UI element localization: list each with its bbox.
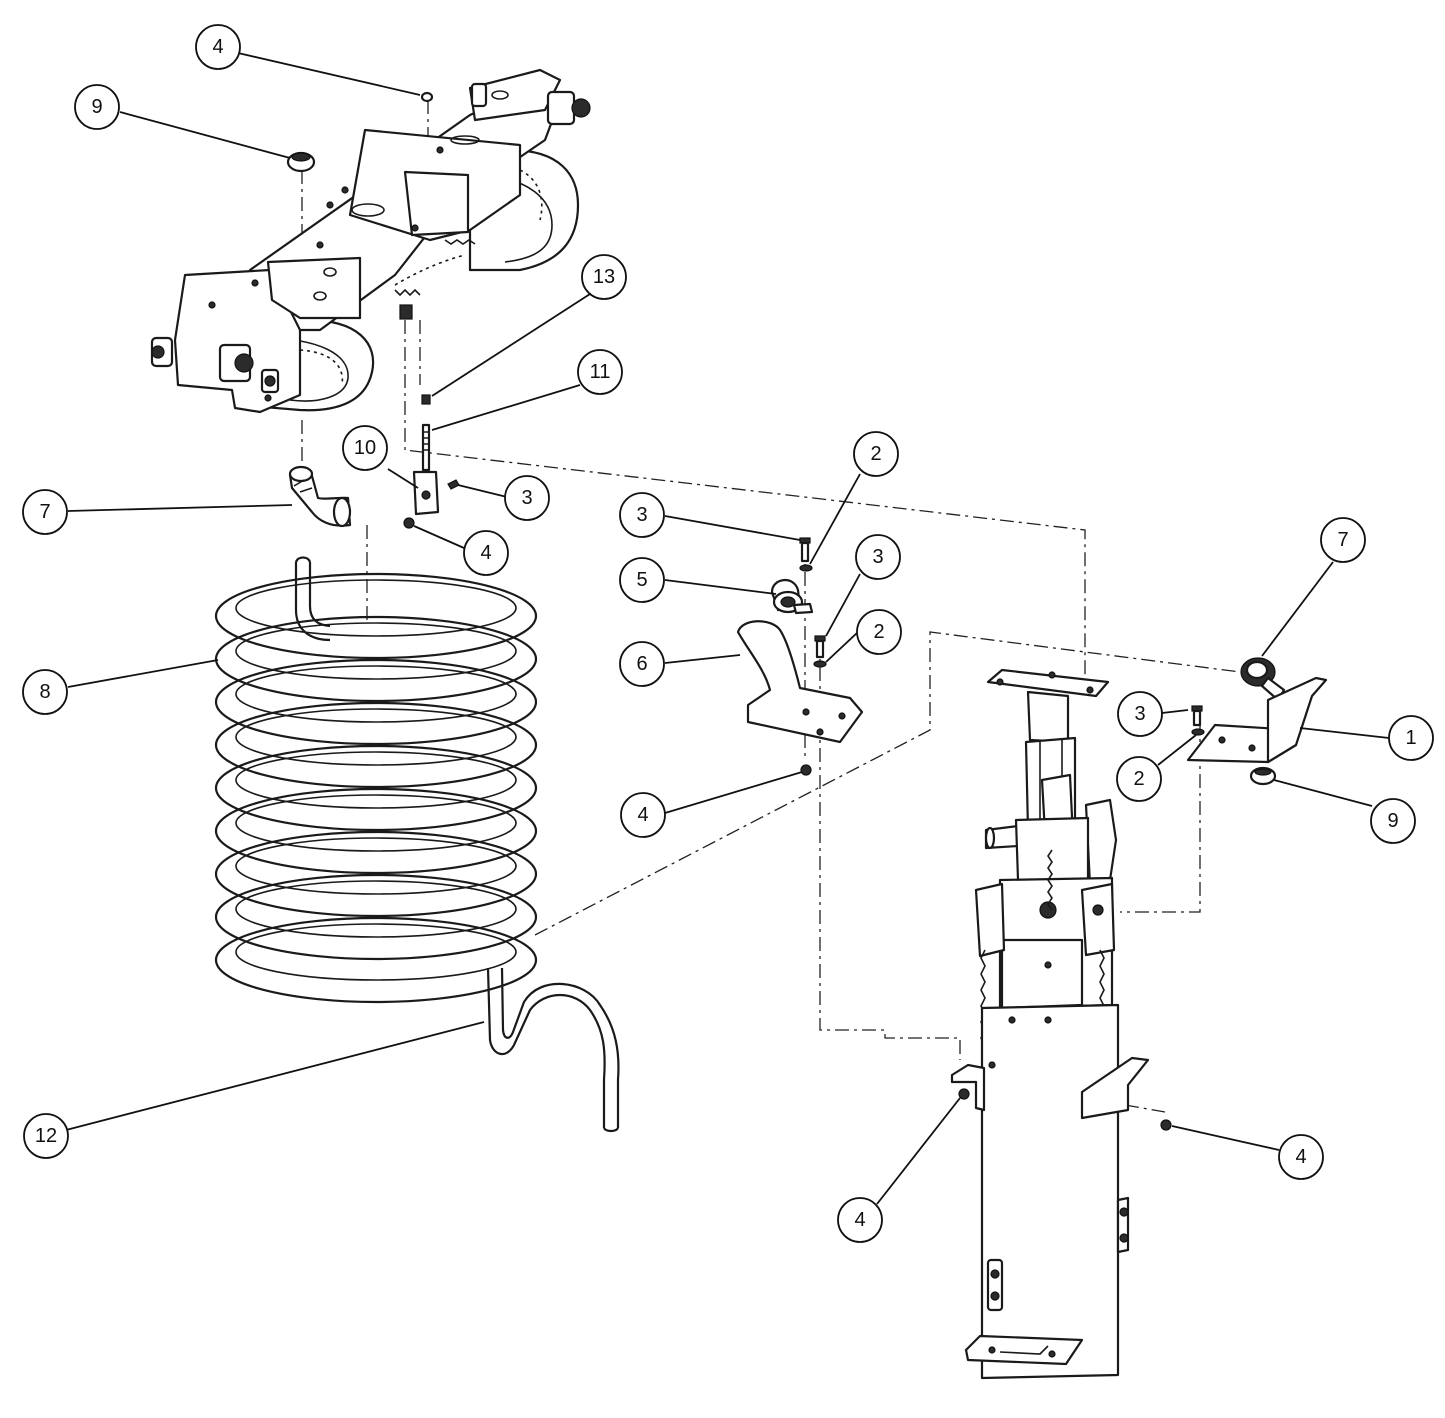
callout-2-b: 2: [856, 609, 902, 655]
callout-label: 5: [636, 569, 647, 591]
callout-3-d: 3: [1117, 691, 1163, 737]
callout-label: 9: [1387, 810, 1398, 832]
callout-label: 6: [636, 653, 647, 675]
callout-4-top: 4: [195, 24, 241, 70]
callout-7-left: 7: [22, 489, 68, 535]
callout-label: 8: [39, 681, 50, 703]
callout-label: 3: [521, 487, 532, 509]
callout-2-a: 2: [853, 431, 899, 477]
coil-hose: [214, 556, 620, 1133]
callout-label: 10: [354, 437, 376, 459]
callout-13: 13: [581, 254, 627, 300]
callout-label: 9: [91, 96, 102, 118]
callout-7-right: 7: [1320, 517, 1366, 563]
callout-3-b: 3: [619, 492, 665, 538]
hardware-parts: [286, 91, 1286, 1131]
callout-1: 1: [1388, 715, 1434, 761]
callout-4-e: 4: [837, 1197, 883, 1243]
callout-label: 4: [637, 804, 648, 826]
callout-6: 6: [619, 641, 665, 687]
callout-label: 2: [873, 621, 884, 643]
callout-4-d: 4: [1278, 1134, 1324, 1180]
callout-label: 12: [35, 1125, 57, 1147]
callout-10: 10: [342, 425, 388, 471]
callout-2-c: 2: [1116, 756, 1162, 802]
callouts: 4 9 13 11 10 3 7 4: [22, 24, 1434, 1243]
assembly-lines: [301, 100, 1241, 1113]
callout-label: 2: [1133, 768, 1144, 790]
callout-4-b: 4: [463, 530, 509, 576]
callout-label: 3: [1134, 703, 1145, 725]
callout-11: 11: [577, 349, 623, 395]
callout-5: 5: [619, 557, 665, 603]
callout-label: 11: [590, 361, 611, 383]
callout-3-c: 3: [855, 534, 901, 580]
callout-9-right: 9: [1370, 798, 1416, 844]
top-carriage-assembly: [150, 68, 591, 414]
bracket-part-6: [736, 620, 864, 744]
bracket-part-1: [1186, 676, 1328, 764]
leader-lines: [65, 52, 1390, 1205]
callout-label: 1: [1405, 727, 1416, 749]
callout-label: 4: [480, 542, 491, 564]
callout-label: 4: [1295, 1146, 1306, 1168]
callout-12: 12: [23, 1113, 69, 1159]
callout-label: 2: [870, 443, 881, 465]
callout-label: 7: [1337, 529, 1348, 551]
callout-3-a: 3: [504, 475, 550, 521]
callout-label: 3: [872, 546, 883, 568]
callout-label: 7: [39, 501, 50, 523]
callout-label: 3: [636, 504, 647, 526]
callout-4-c: 4: [620, 792, 666, 838]
callout-label: 13: [593, 266, 615, 288]
callout-8: 8: [22, 669, 68, 715]
mast-assembly: [950, 668, 1150, 1380]
callout-label: 4: [212, 36, 223, 58]
callout-9-top: 9: [74, 84, 120, 130]
callout-label: 4: [854, 1209, 865, 1231]
